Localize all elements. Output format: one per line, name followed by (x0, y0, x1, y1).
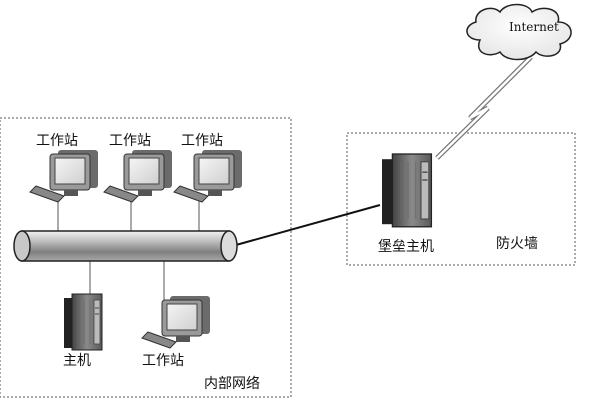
workstation-icon (173, 149, 243, 203)
workstation-label: 工作站 (181, 133, 223, 149)
host-server-icon (63, 293, 103, 351)
bastion-host-label: 堡垒主机 (378, 239, 434, 255)
internet-label: Internet (509, 20, 559, 34)
workstation-label: 工作站 (142, 353, 184, 369)
workstation-icon (29, 149, 99, 203)
internal-network-label: 内部网络 (204, 376, 260, 392)
network-bus-pipe (13, 230, 238, 262)
firewall-label: 防火墙 (496, 236, 538, 252)
internet-cloud-icon (466, 3, 572, 61)
workstation-label: 工作站 (36, 133, 78, 149)
host-label: 主机 (63, 353, 91, 369)
network-link-line (235, 204, 381, 246)
workstation-icon (141, 295, 211, 349)
workstation-label: 工作站 (109, 133, 151, 149)
bastion-host-server-icon (381, 153, 433, 228)
workstation-icon (103, 149, 173, 203)
internal-network-boundary (0, 117, 292, 398)
